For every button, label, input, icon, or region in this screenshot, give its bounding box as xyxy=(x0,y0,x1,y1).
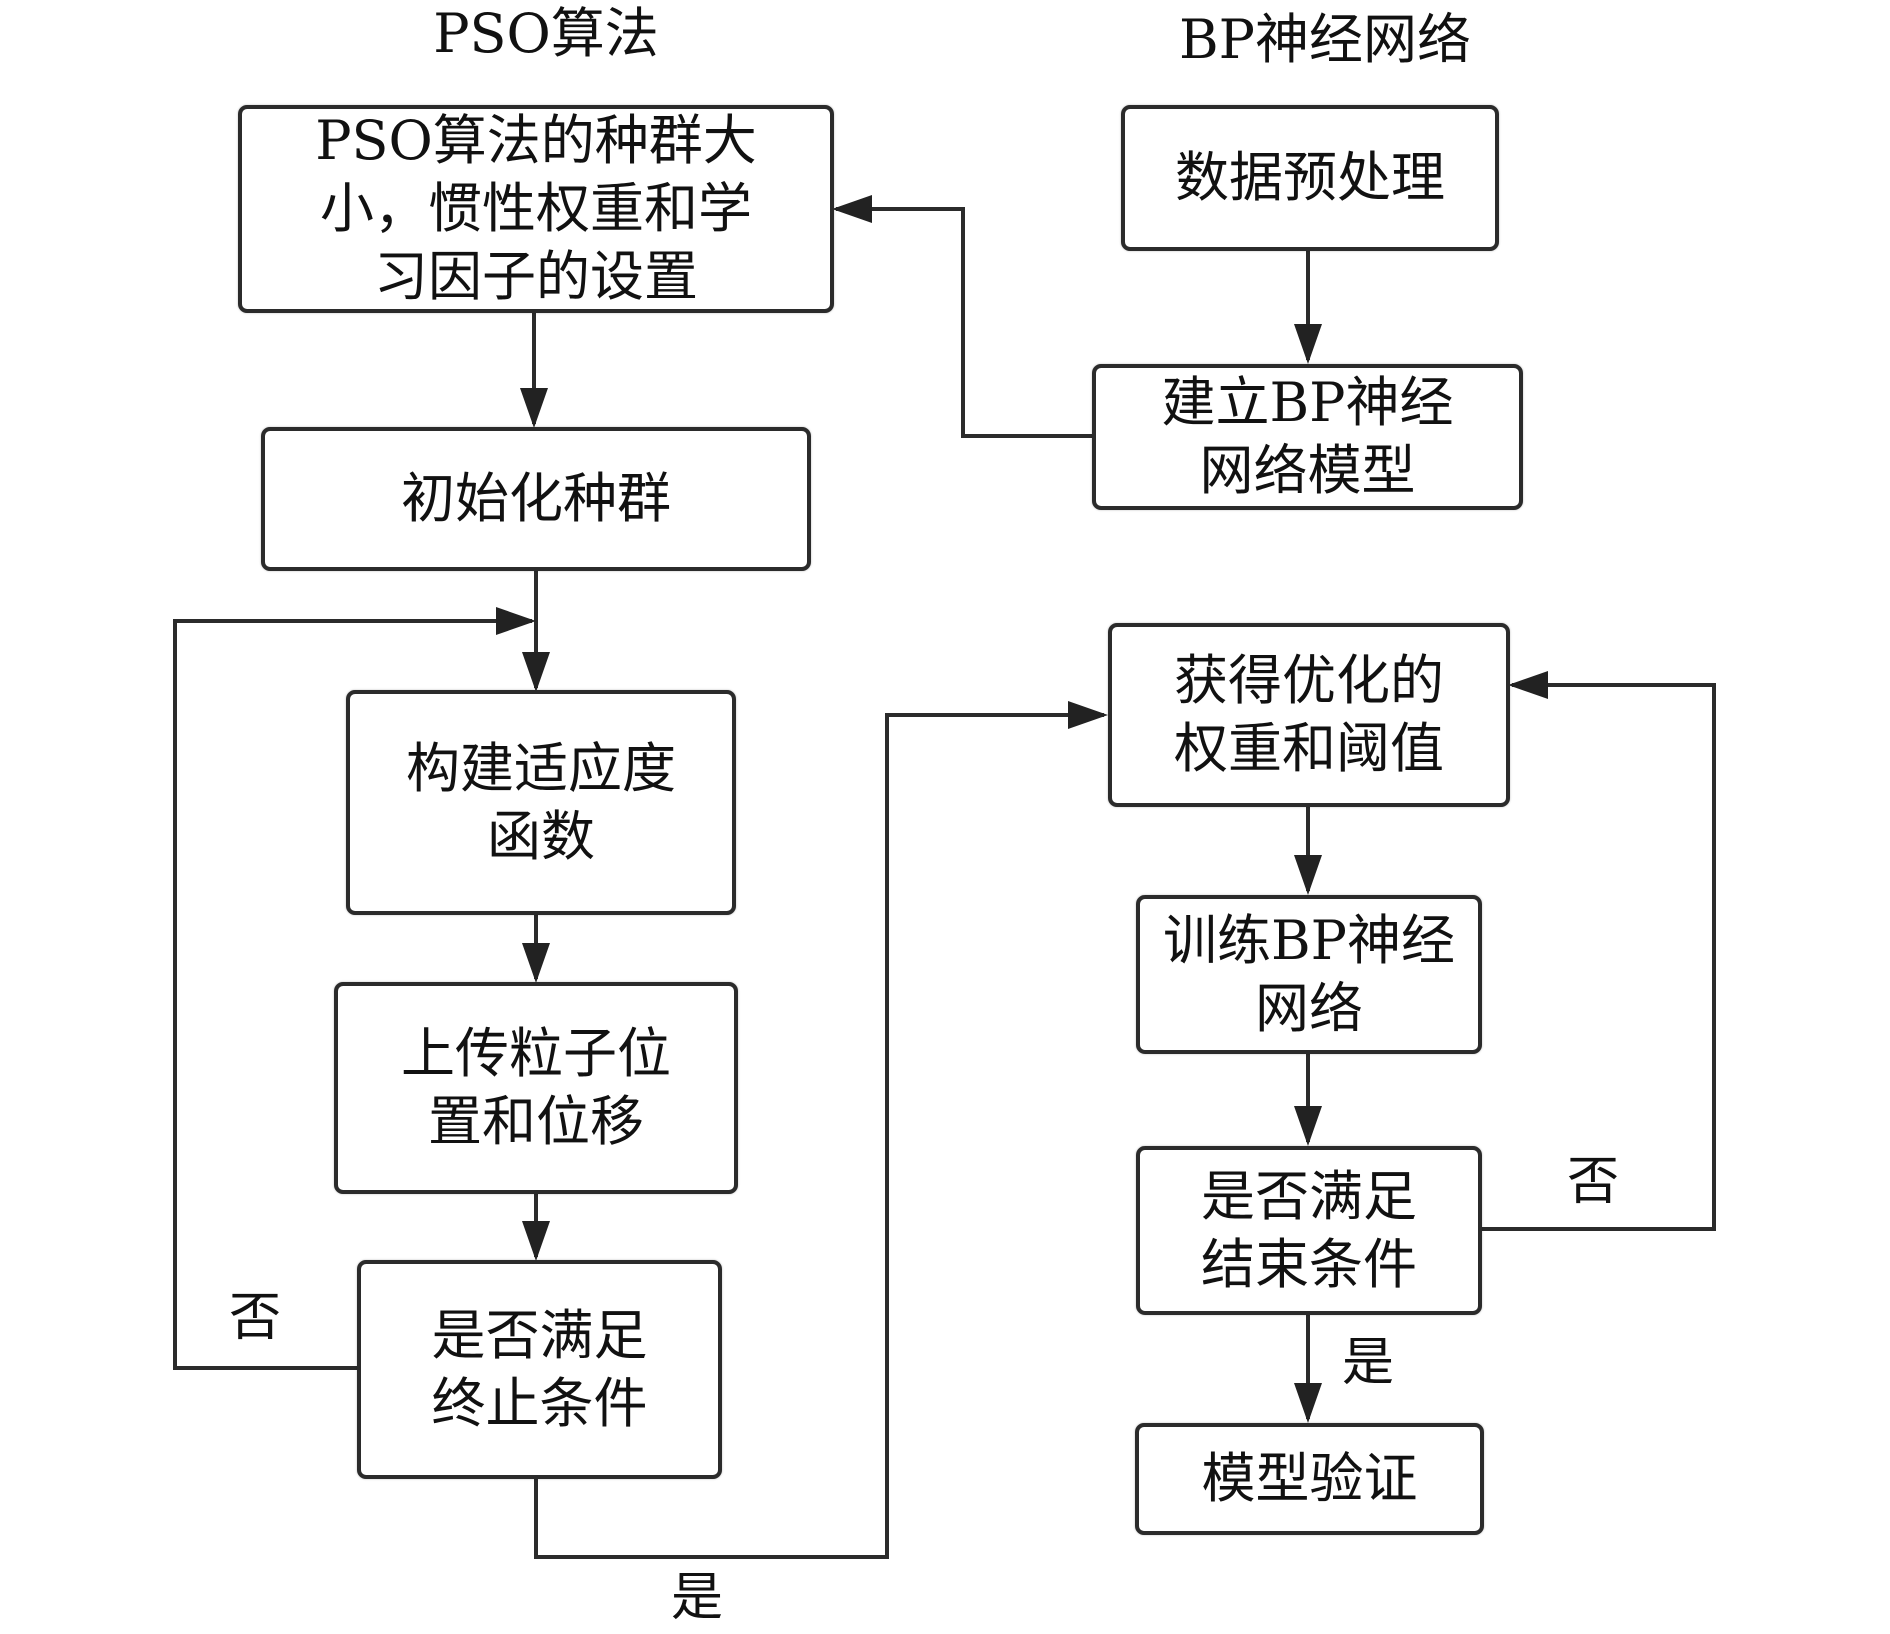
step-text: 数据预处理 xyxy=(1175,146,1445,209)
step-update-particles: 上传粒子位 置和位移 xyxy=(334,982,738,1194)
step-build-bp-model: 建立BP神经 网络模型 xyxy=(1092,364,1523,510)
edge-label-bp-yes: 是 xyxy=(1341,1333,1395,1393)
edge-pso-no-loop xyxy=(173,607,536,1370)
edge-label-pso-yes: 是 xyxy=(670,1568,724,1628)
step-text: 是否满足 终止条件 xyxy=(431,1303,648,1435)
step-text: 获得优化的 权重和阈值 xyxy=(1174,649,1444,780)
step-check-end: 是否满足 结束条件 xyxy=(1136,1146,1482,1315)
step-text: PSO算法的种群大 小，惯性权重和学 习因子的设置 xyxy=(315,109,757,308)
bp-column-title: BP神经网络 xyxy=(1178,8,1472,71)
step-train-bp: 训练BP神经 网络 xyxy=(1136,895,1482,1054)
step-model-validation: 模型验证 xyxy=(1135,1423,1484,1535)
step-pso-setup: PSO算法的种群大 小，惯性权重和学 习因子的设置 xyxy=(238,105,834,313)
step-text: 建立BP神经 网络模型 xyxy=(1161,371,1454,502)
step-text: 构建适应度 函数 xyxy=(406,736,676,868)
edge-build-to-setup xyxy=(832,195,1092,438)
edge-bp-no-loop xyxy=(1480,671,1716,1231)
step-text: 模型验证 xyxy=(1201,1447,1418,1510)
step-text: 是否满足 结束条件 xyxy=(1201,1164,1417,1296)
edge-label-pso-no: 否 xyxy=(228,1288,282,1348)
step-get-optimized-weights: 获得优化的 权重和阈值 xyxy=(1108,623,1510,807)
pso-column-title: PSO算法 xyxy=(433,2,659,65)
step-init-population: 初始化种群 xyxy=(261,427,811,571)
step-data-preprocess: 数据预处理 xyxy=(1121,105,1499,251)
step-check-termination: 是否满足 终止条件 xyxy=(357,1260,722,1479)
step-text: 上传粒子位 置和位移 xyxy=(401,1022,671,1153)
step-text: 初始化种群 xyxy=(401,467,671,530)
edge-pso-yes xyxy=(534,701,1108,1559)
step-text: 训练BP神经 网络 xyxy=(1162,908,1456,1040)
edge-label-bp-no: 否 xyxy=(1566,1152,1620,1212)
step-build-fitness: 构建适应度 函数 xyxy=(346,690,736,915)
